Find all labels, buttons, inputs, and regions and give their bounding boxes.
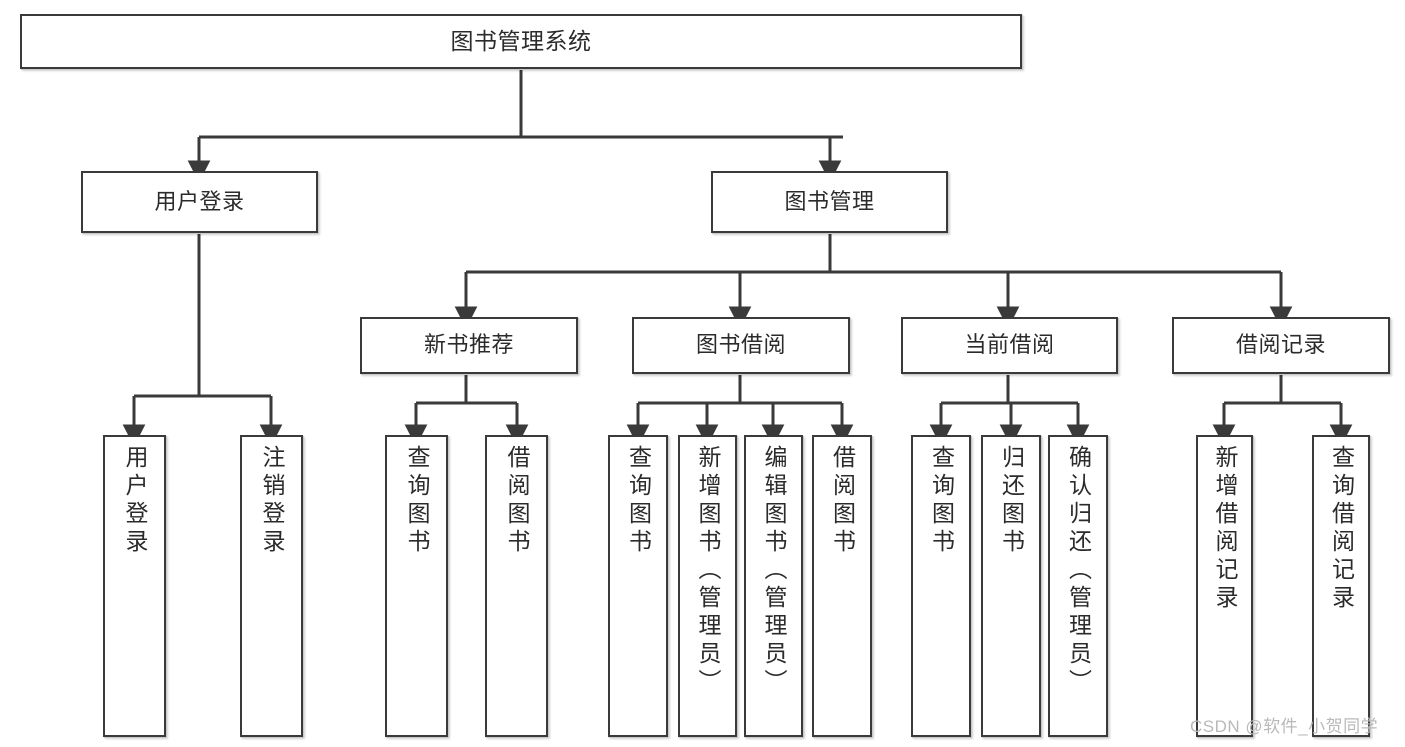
node-label: 当前借阅 xyxy=(964,332,1055,358)
leaf-query-borrow-record[interactable]: 查询借阅记录 xyxy=(1312,435,1370,737)
node-label: 新增借阅记录 xyxy=(1212,445,1238,613)
node-root-system[interactable]: 图书管理系统 xyxy=(20,14,1022,69)
leaf-query-book-newbook[interactable]: 查询图书 xyxy=(385,435,448,737)
leaf-query-book-borrow[interactable]: 查询图书 xyxy=(608,435,668,737)
node-label: 注销登录 xyxy=(259,445,285,557)
node-new-book-recommend[interactable]: 新书推荐 xyxy=(360,317,578,374)
node-user-login[interactable]: 用户登录 xyxy=(81,171,318,233)
node-label: 图书借阅 xyxy=(695,332,786,358)
leaf-return-book[interactable]: 归还图书 xyxy=(981,435,1041,737)
node-book-management[interactable]: 图书管理 xyxy=(711,171,948,233)
node-label: 查询图书 xyxy=(625,445,652,557)
node-label: 新增图书（管理员） xyxy=(695,445,721,697)
leaf-borrow-book[interactable]: 借阅图书 xyxy=(812,435,872,737)
leaf-confirm-return-admin[interactable]: 确认归还（管理员） xyxy=(1048,435,1108,737)
csdn-watermark: CSDN @软件_小贺同学 xyxy=(1190,717,1379,736)
node-label: 用户登录 xyxy=(122,445,148,557)
leaf-edit-book-admin[interactable]: 编辑图书（管理员） xyxy=(744,435,803,737)
leaf-logout[interactable]: 注销登录 xyxy=(240,435,303,737)
node-label: 借阅图书 xyxy=(504,445,530,557)
node-borrow-record[interactable]: 借阅记录 xyxy=(1172,317,1390,374)
node-label: 编辑图书（管理员） xyxy=(761,445,787,697)
node-label: 借阅记录 xyxy=(1235,332,1326,358)
node-label: 归还图书 xyxy=(998,445,1025,557)
node-label: 图书管理 xyxy=(784,188,875,214)
leaf-user-login[interactable]: 用户登录 xyxy=(103,435,166,737)
node-label: 用户登录 xyxy=(154,188,245,214)
node-current-borrow[interactable]: 当前借阅 xyxy=(901,317,1118,374)
node-label: 查询图书 xyxy=(928,445,955,557)
leaf-query-book-current[interactable]: 查询图书 xyxy=(911,435,971,737)
leaf-add-borrow-record[interactable]: 新增借阅记录 xyxy=(1196,435,1253,737)
node-label: 查询借阅记录 xyxy=(1328,445,1355,613)
node-book-borrow[interactable]: 图书借阅 xyxy=(632,317,850,374)
node-label: 借阅图书 xyxy=(829,445,856,557)
node-label: 新书推荐 xyxy=(423,332,514,358)
node-label: 确认归还（管理员） xyxy=(1065,445,1092,697)
leaf-borrow-book-newbook[interactable]: 借阅图书 xyxy=(485,435,548,737)
leaf-add-book-admin[interactable]: 新增图书（管理员） xyxy=(678,435,737,737)
node-label: 图书管理系统 xyxy=(450,27,592,54)
node-label: 查询图书 xyxy=(404,445,430,557)
